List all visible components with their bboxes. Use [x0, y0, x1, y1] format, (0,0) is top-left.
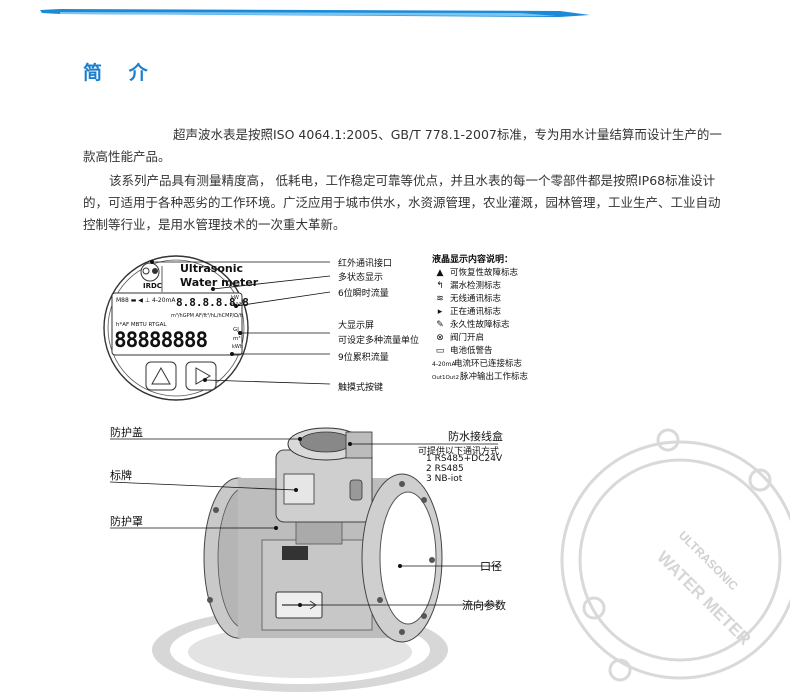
valve-icon: ⊗ — [436, 333, 444, 343]
communication-icon: ▸ — [437, 307, 443, 317]
lcd-unit-kw: kW — [231, 295, 239, 301]
comm-option-3: 3 NB-iot — [426, 474, 463, 484]
lcd-unit-gj: GJ — [233, 327, 239, 333]
lcd-small-digits: 8.8.8.8.8.8 — [176, 296, 249, 309]
callout-instant-flow: 6位瞬时流量 — [338, 289, 389, 299]
lcd-unit-m3: m³ — [233, 336, 241, 342]
legend-item-communicating: ▸正在通讯标志 — [432, 305, 501, 317]
lcd-unit-kwh: kWh — [232, 344, 244, 350]
callout-caliber: 口径 — [480, 560, 502, 573]
wrench-icon: ✎ — [436, 320, 444, 330]
legend-item-valve-open: ⊗阀门开启 — [432, 331, 484, 343]
callout-protective-cover: 防护盖 — [110, 426, 143, 439]
callout-ir-port: 红外通讯接口 — [338, 259, 393, 269]
intro-paragraph-1: 超声波水表是按照ISO 4064.1:2005、GB/T 778.1-2007标… — [83, 127, 722, 164]
leak-tap-icon: ↰ — [436, 281, 444, 291]
brand-line-2: Water meter — [180, 276, 259, 289]
callout-big-display: 大显示屏 — [338, 321, 375, 331]
warning-icon: ▲ — [436, 268, 444, 278]
legend-item-pulse-output: Out1Out2脉冲输出工作标志 — [432, 372, 529, 382]
comm-options-title: 可提供以下通讯方式 — [418, 447, 500, 457]
irdc-label: IRDC — [143, 282, 162, 290]
callout-nameplate: 标牌 — [110, 469, 132, 482]
callout-flow-units: 可设定多种流量单位 — [338, 336, 420, 346]
lcd-label-row: h*AF MBTU RTGAL — [116, 322, 167, 328]
pulse-output-icon: Out1Out2 — [432, 375, 459, 381]
header-brush-bar — [40, 9, 590, 17]
lcd-status-row: M88 ▬ ◀ ⊥ 4-20mA — [116, 297, 176, 304]
comm-option-1: 1 RS485+DC24V — [426, 454, 503, 464]
lcd-legend-title: 液晶显示内容说明： — [432, 255, 514, 265]
current-loop-icon: 4-20mA — [432, 361, 456, 368]
legend-item-battery-low: ▭电池低警告 — [432, 344, 493, 356]
callout-touch-keys: 触摸式按键 — [338, 383, 384, 393]
section-title: 简 介 — [83, 62, 158, 84]
callout-protective-shield: 防护罩 — [110, 515, 143, 528]
lcd-unit-mh: m³/h — [231, 302, 243, 308]
callout-waterproof-box: 防水接线盒 — [448, 430, 503, 443]
legend-item-leak: ↰漏水检测标志 — [432, 279, 501, 291]
lcd-flag-row: m³/hGPM AF/ft³/hL/hCMP/Ω/h — [171, 313, 243, 319]
brand-line-1: Ultrasonic — [180, 262, 244, 275]
callout-flow-direction: 流向参数 — [462, 599, 506, 612]
wireless-icon: ≋ — [436, 294, 444, 304]
legend-item-current-loop: 4-20mA电流环已连接标志 — [432, 359, 523, 369]
callout-multi-status: 多状态显示 — [338, 273, 384, 283]
watermark-meter-graphic: ULTRASONIC WATER METER — [560, 428, 790, 682]
comm-option-2: 2 RS485 — [426, 464, 464, 474]
intro-paragraph-2: 该系列产品具有测量精度高， 低耗电，工作稳定可靠等优点，并且水表的每一个零部件都… — [83, 173, 721, 232]
lcd-big-digits: 88888888 — [114, 328, 208, 352]
legend-item-fault-recoverable: ▲可恢复性故障标志 — [432, 266, 518, 278]
battery-icon: ▭ — [435, 346, 445, 356]
callout-total-flow: 9位累积流量 — [338, 353, 389, 363]
legend-item-permanent-fault: ✎永久性故障标志 — [432, 318, 509, 330]
legend-item-wireless: ≋无线通讯标志 — [432, 292, 501, 304]
